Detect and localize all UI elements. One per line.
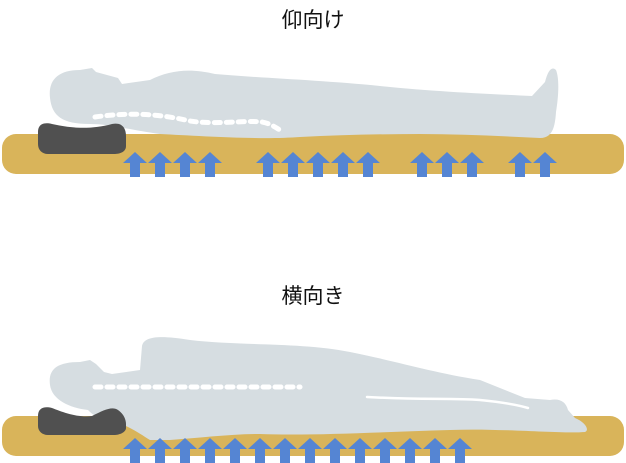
side-lying-panel (2, 337, 624, 463)
pressure-arrow (508, 152, 532, 177)
leg-contour (365, 395, 530, 410)
pressure-arrow (348, 438, 372, 463)
pressure-arrow (448, 438, 472, 463)
pressure-arrow (148, 152, 172, 177)
pressure-arrow (298, 438, 322, 463)
pillow (38, 407, 126, 435)
pressure-arrow (198, 438, 222, 463)
pillow (38, 123, 126, 154)
pressure-arrow (256, 152, 280, 177)
pressure-arrow (373, 438, 397, 463)
pressure-arrow (323, 438, 347, 463)
pressure-arrow (198, 152, 222, 177)
pressure-arrows-supine (123, 152, 557, 177)
pressure-arrow (148, 438, 172, 463)
pressure-arrow (173, 438, 197, 463)
pressure-arrow (223, 438, 247, 463)
pressure-arrow (435, 152, 459, 177)
pressure-arrow (248, 438, 272, 463)
supine-panel (2, 68, 624, 177)
pressure-arrows-side-lying (123, 438, 472, 463)
pressure-arrow (331, 152, 355, 177)
pressure-arrow (533, 152, 557, 177)
supine-body (49, 68, 559, 139)
pressure-arrow (123, 438, 147, 463)
pressure-arrow (173, 152, 197, 177)
side-lying-body (49, 337, 587, 440)
pressure-arrow (460, 152, 484, 177)
pressure-arrow (273, 438, 297, 463)
pressure-arrow (306, 152, 330, 177)
spine-line (92, 111, 283, 133)
pressure-arrow (123, 152, 147, 177)
pressure-arrow (410, 152, 434, 177)
pressure-arrow (281, 152, 305, 177)
pressure-arrow (356, 152, 380, 177)
supine-title: 仰向け (281, 8, 345, 32)
side-lying-title: 横向き (281, 284, 345, 308)
pressure-arrow (398, 438, 422, 463)
pressure-arrow (423, 438, 447, 463)
